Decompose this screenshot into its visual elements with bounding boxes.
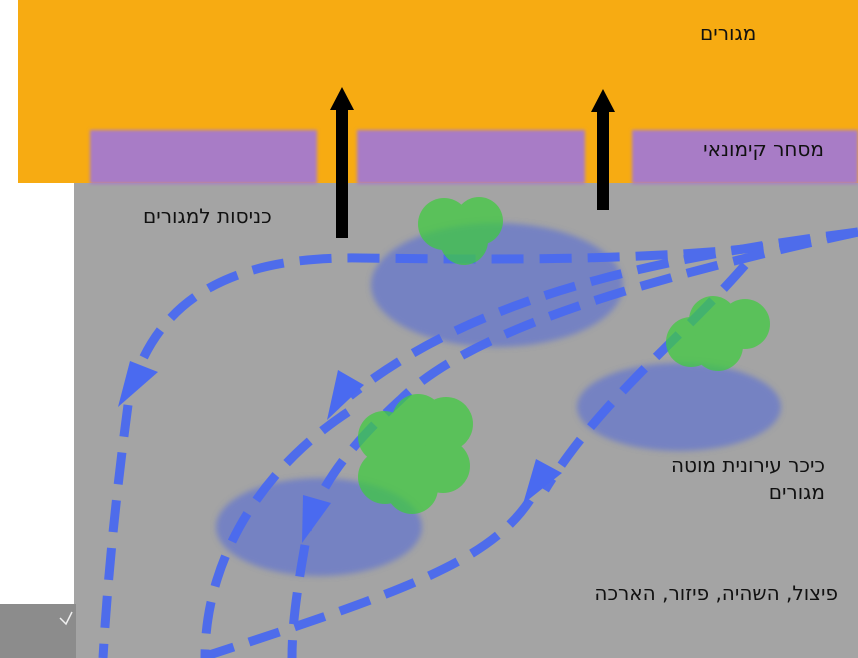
entry-arrow-head: [591, 89, 615, 112]
corner-patch: [0, 604, 76, 658]
entry-label: כניסות למגורים: [143, 204, 272, 228]
commercial-segment: [90, 130, 317, 184]
gathering-zone: [371, 223, 623, 347]
commercial-strip-label: מסחר קימונאי: [703, 137, 824, 161]
activity-circle: [386, 462, 438, 514]
commercial-segment: [632, 130, 858, 184]
processes-label: פיצול, השהיה, פיזור, הארכה: [594, 581, 838, 605]
square-label-line1: כיכר עירונית מוטה: [670, 453, 825, 477]
corner-mark: [59, 611, 73, 626]
activity-circle: [693, 321, 743, 371]
entry-arrow-shaft: [336, 108, 348, 238]
entry-arrows: [330, 87, 615, 238]
flow-arrowheads: [118, 361, 562, 543]
gathering-zone: [216, 478, 422, 576]
flow-arrow-path: [287, 544, 310, 658]
flow-arrowhead: [302, 495, 331, 543]
activity-circle: [440, 217, 488, 265]
square-label-line2: מגורים: [768, 480, 825, 504]
flow-arrow-path: [198, 497, 534, 658]
entry-arrow-head: [330, 87, 354, 110]
flow-arrow-path: [347, 227, 858, 400]
flow-arrow-path: [98, 404, 133, 658]
flow-arrowhead: [523, 459, 562, 504]
flow-arrow-path: [200, 408, 351, 658]
commercial-segment: [357, 130, 585, 184]
residential-label: מגורים: [700, 21, 757, 45]
flow-arrow-path: [302, 227, 858, 532]
flow-arrow-path: [541, 262, 749, 493]
commercial-strip: [90, 130, 858, 184]
flow-arrow-path: [128, 227, 858, 386]
square-label: כיכר עירונית מוטה מגורים: [585, 452, 825, 506]
activity-clusters: [358, 197, 770, 514]
flow-arrows: [98, 227, 858, 658]
flow-arrowhead: [327, 370, 364, 420]
entry-arrow-shaft: [597, 110, 609, 210]
flow-arrowhead: [118, 361, 158, 407]
